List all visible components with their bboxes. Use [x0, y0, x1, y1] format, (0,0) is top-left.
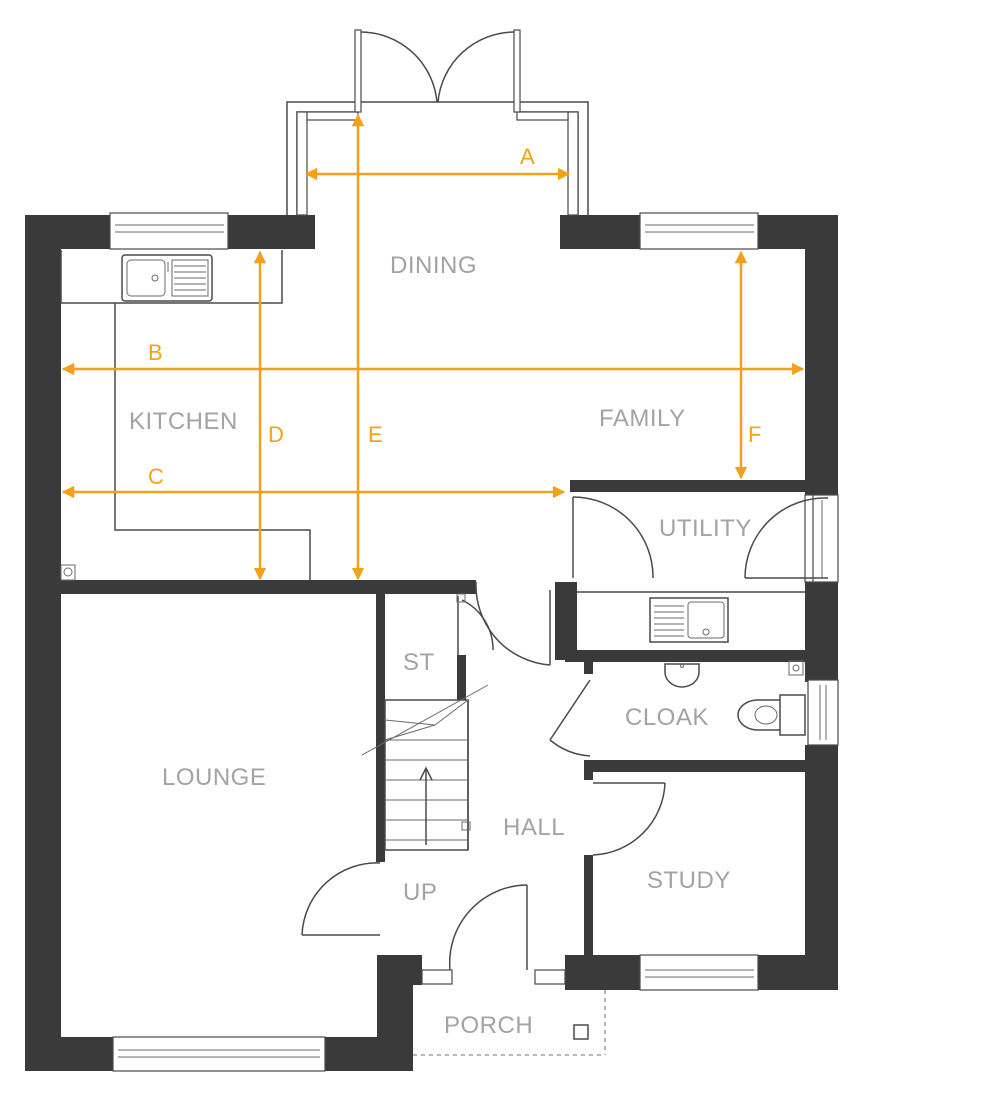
exterior-walls [25, 215, 838, 1071]
dimension-label-a: A [520, 144, 535, 169]
dimension-label-f: F [748, 422, 761, 447]
basin-icon [664, 663, 700, 688]
kitchen-sink-icon [121, 254, 213, 302]
room-label-st: ST [403, 649, 435, 676]
room-label-lounge: LOUNGE [162, 764, 266, 791]
dimension-labels: A B C D E F [148, 144, 761, 489]
hall-doors [301, 581, 666, 971]
room-label-cloak: CLOAK [625, 704, 709, 731]
room-label-hall: HALL [503, 814, 565, 841]
room-labels: DINING KITCHEN FAMILY UTILITY ST CLOAK L… [129, 252, 752, 1039]
room-label-study: STUDY [647, 867, 731, 894]
utility-fittings [572, 494, 829, 643]
room-label-porch: PORCH [444, 1012, 533, 1039]
room-label-utility: UTILITY [659, 515, 752, 542]
staircase [361, 593, 494, 851]
dining-bay [286, 29, 589, 216]
dimension-label-b: B [148, 340, 163, 365]
windows [109, 212, 839, 1072]
cloak-fittings [549, 660, 806, 757]
room-label-dining: DINING [390, 252, 477, 279]
dimension-lines [61, 113, 805, 581]
room-label-up: UP [403, 879, 437, 906]
dimension-label-c: C [148, 464, 164, 489]
kitchen-fittings [60, 250, 311, 581]
toilet-icon [737, 694, 806, 736]
utility-sink-icon [649, 597, 729, 643]
dimension-label-e: E [368, 422, 383, 447]
boiler-icon [60, 564, 76, 581]
dimension-label-d: D [268, 422, 284, 447]
interior-walls [61, 480, 808, 955]
room-label-kitchen: KITCHEN [129, 408, 238, 435]
room-label-family: FAMILY [599, 405, 686, 432]
porch-area [413, 990, 606, 1056]
